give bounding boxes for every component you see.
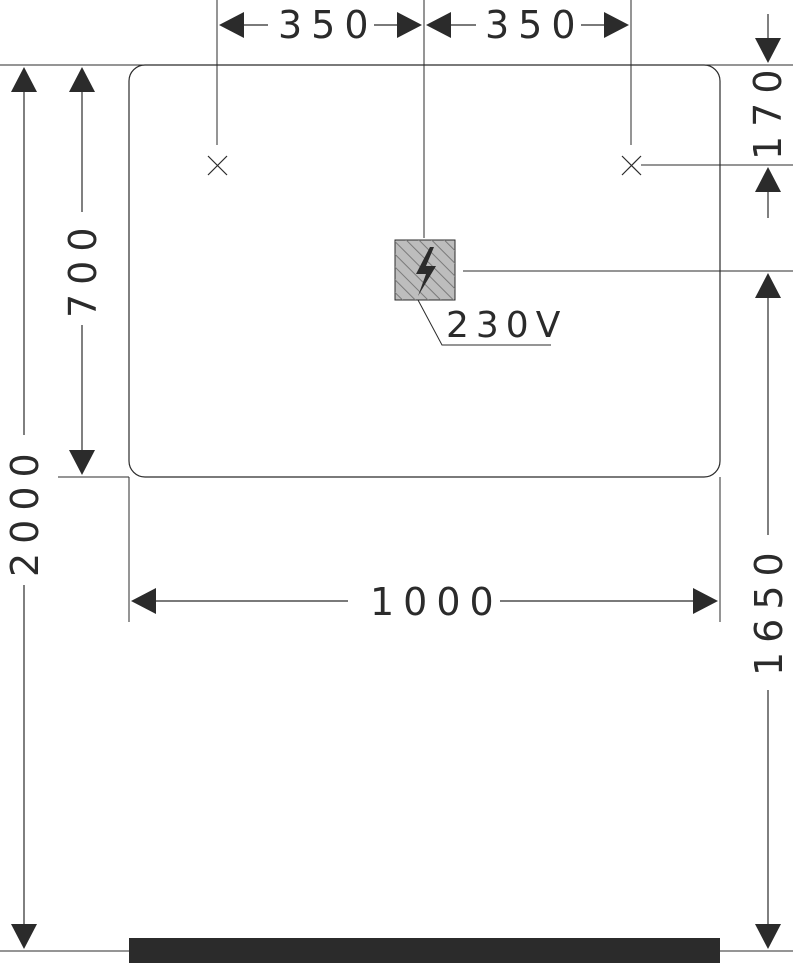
dimension-label-total-height: 2000 — [3, 444, 47, 577]
dimension-label-mirror-height: 700 — [61, 218, 105, 318]
electrical-hazard-icon — [416, 247, 436, 296]
voltage-label: 230V — [446, 305, 567, 346]
dimension-label-mirror-width: 1000 — [370, 580, 503, 624]
dimension-label-top-offset: 170 — [746, 60, 790, 160]
dimension-total-height: 2000 — [3, 67, 47, 949]
voltage-leader-line — [417, 299, 551, 346]
dimension-label-left-spacing: 350 — [278, 3, 378, 47]
cross-mark-icon — [207, 155, 228, 176]
dimension-label-right-spacing: 350 — [485, 3, 585, 47]
dimension-mirror-width: 1000 — [131, 580, 718, 624]
dimension-left-spacing: 350 — [219, 3, 422, 47]
dimension-label-socket-height: 1650 — [747, 543, 791, 676]
dimension-top-offset: 170 — [746, 14, 790, 218]
dimension-socket-height: 1650 — [747, 273, 791, 949]
socket-box — [394, 239, 456, 301]
dimension-mirror-height: 700 — [61, 67, 105, 475]
cross-mark-icon — [621, 155, 642, 176]
dimension-right-spacing: 350 — [426, 3, 629, 47]
